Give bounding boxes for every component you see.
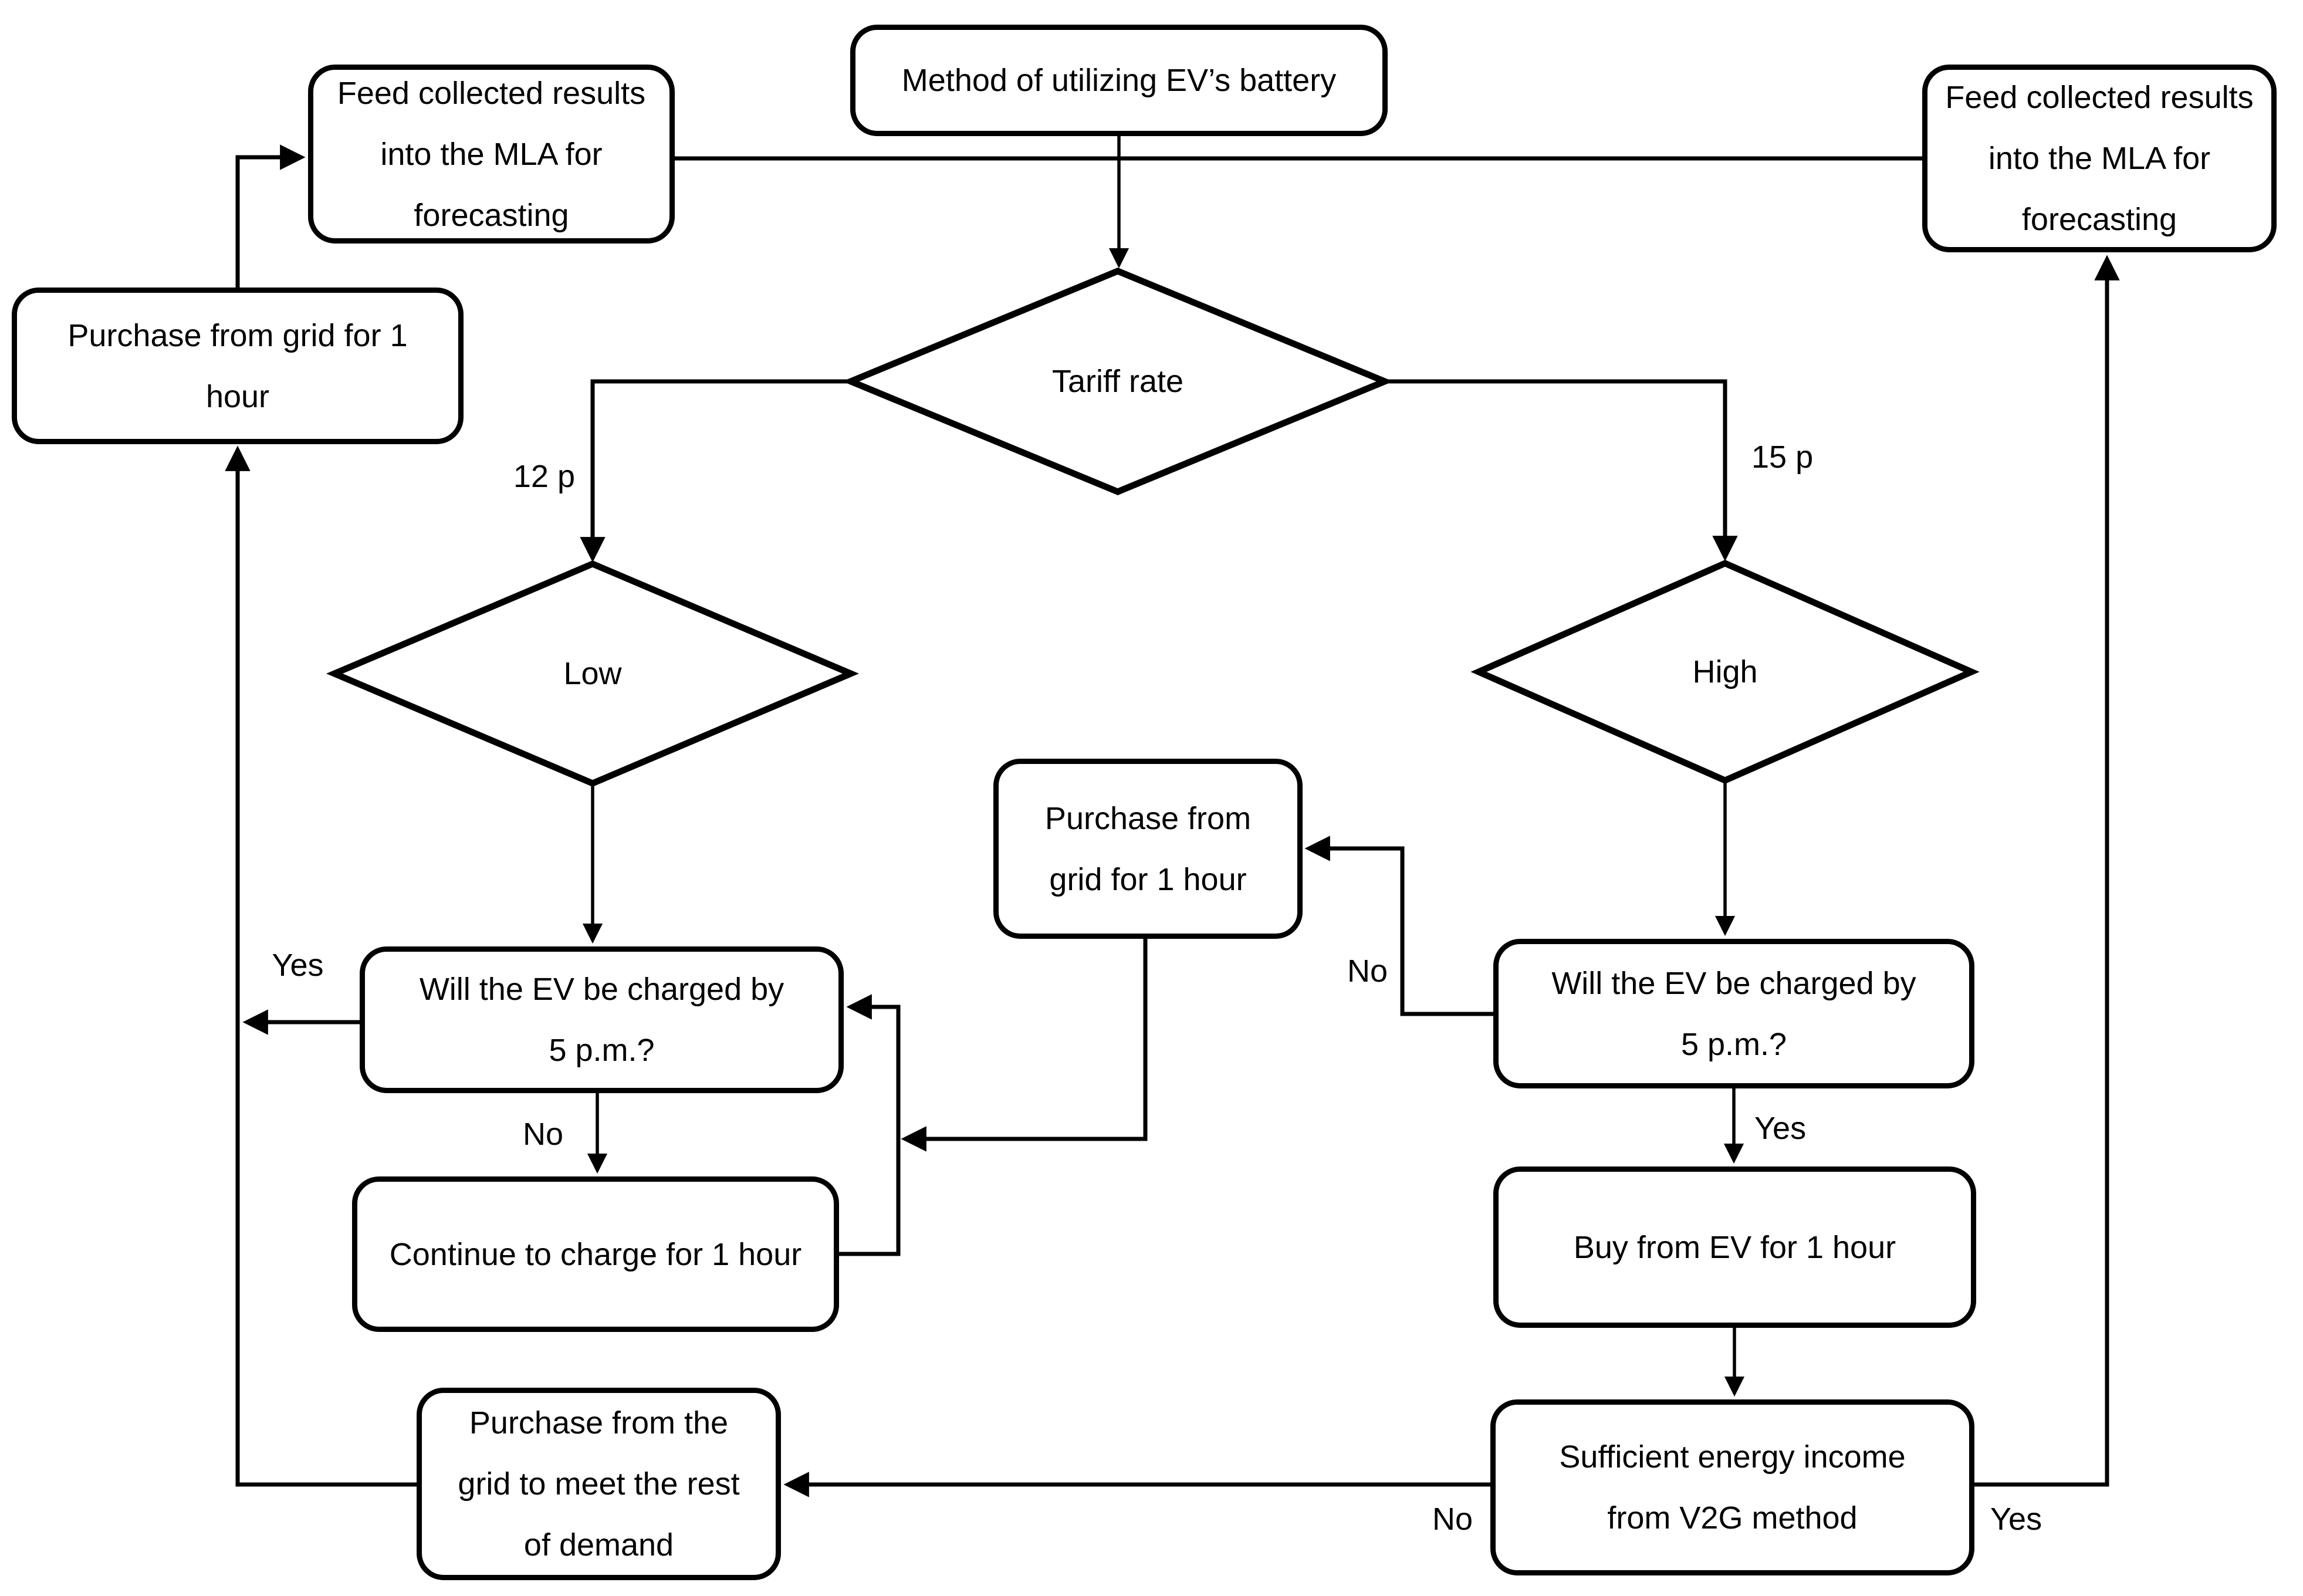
node-purchase-mid-line2: grid for 1 hour: [1049, 861, 1247, 897]
edge-label-no-v2g: No: [1432, 1502, 1473, 1537]
edge-label-yes-v2g: Yes: [1990, 1502, 2042, 1537]
node-feed-left: Feed collected results into the MLA for …: [308, 65, 675, 244]
node-v2g-income-line1: Sufficient energy income: [1559, 1439, 1906, 1475]
node-buy-from-ev-text: Buy from EV for 1 hour: [1573, 1229, 1896, 1265]
node-purchase-bottom-line3: of demand: [523, 1527, 674, 1563]
node-purchase-bottom-line2: grid to meet the rest: [458, 1466, 740, 1502]
node-feed-right-line1: Feed collected results: [1945, 80, 2254, 115]
node-purchase-left-line2: hour: [205, 378, 270, 414]
node-feed-left-line2: into the MLA for: [380, 136, 603, 172]
node-feed-left-line1: Feed collected results: [337, 75, 646, 111]
node-ev-check-right: Will the EV be charged by 5 p.m.?: [1493, 939, 1974, 1088]
edge-purchase-left-to-feed-left: [235, 144, 306, 288]
node-purchase-mid-line1: Purchase from: [1044, 800, 1252, 836]
node-continue-charge: Continue to charge for 1 hour: [352, 1176, 839, 1332]
edge-label-yes-left: Yes: [272, 948, 324, 983]
node-method-text: Method of utilizing EV’s battery: [901, 63, 1337, 98]
node-purchase-left: Purchase from grid for 1 hour: [12, 288, 464, 444]
node-ev-check-right-line1: Will the EV be charged by: [1551, 965, 1916, 1001]
node-purchase-bottom: Purchase from the grid to meet the rest …: [417, 1388, 781, 1580]
edge-label-no-mid: No: [1347, 953, 1388, 989]
edge-tariff-to-low: [580, 379, 851, 563]
edge-tariff-to-high: [1385, 379, 1738, 562]
node-ev-check-left-line1: Will the EV be charged by: [419, 972, 784, 1007]
edge-v2g-yes-to-feed-right: [1974, 255, 2120, 1487]
diamond-high-label: High: [1692, 654, 1758, 689]
node-feed-left-line3: forecasting: [414, 197, 569, 233]
diamond-low-label: Low: [563, 656, 622, 691]
node-ev-check-left: Will the EV be charged by 5 p.m.?: [360, 946, 844, 1093]
node-feed-right-line3: forecasting: [2021, 202, 2177, 237]
node-purchase-bottom-line1: Purchase from the: [469, 1405, 729, 1441]
node-purchase-mid: Purchase from grid for 1 hour: [993, 759, 1303, 939]
node-buy-from-ev: Buy from EV for 1 hour: [1493, 1166, 1976, 1328]
diamond-tariff-rate: [842, 268, 1394, 495]
node-purchase-left-line1: Purchase from grid for 1: [67, 317, 408, 353]
node-ev-check-left-line2: 5 p.m.?: [549, 1033, 655, 1068]
edge-purchase-mid-to-loop: [901, 939, 1148, 1152]
diamond-high: [1470, 559, 1980, 785]
edge-label-15p: 15 p: [1751, 439, 1814, 475]
edge-label-12p: 12 p: [513, 459, 575, 494]
node-v2g-income-line2: from V2G method: [1607, 1500, 1858, 1536]
edge-left-return-to-purchase-left: [225, 445, 417, 1487]
edge-continue-loop-to-ev-left: [839, 994, 901, 1256]
edge-label-yes-right: Yes: [1754, 1111, 1807, 1146]
node-feed-right-line2: into the MLA for: [1988, 141, 2211, 176]
edge-ev-right-no-to-purchase-mid: [1304, 836, 1493, 1016]
node-ev-check-right-line2: 5 p.m.?: [1680, 1026, 1787, 1062]
node-method: Method of utilizing EV’s battery: [850, 25, 1388, 136]
node-v2g-income: Sufficient energy income from V2G method: [1490, 1399, 1974, 1575]
node-continue-charge-text: Continue to charge for 1 hour: [389, 1236, 802, 1272]
diamond-tariff-rate-label: Tariff rate: [1051, 364, 1184, 399]
diamond-low: [326, 560, 860, 787]
edge-label-no-left: No: [522, 1117, 563, 1152]
node-feed-right: Feed collected results into the MLA for …: [1922, 65, 2277, 252]
